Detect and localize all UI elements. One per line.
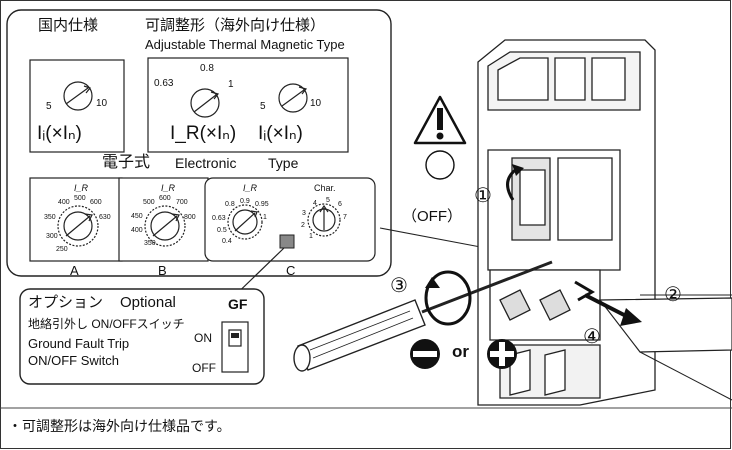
option-line-2: Ground Fault Trip xyxy=(28,336,130,351)
rotate-arrowhead-1 xyxy=(512,164,524,176)
electronic-en: Electronic xyxy=(175,155,237,171)
slide-arrow-back xyxy=(574,280,595,302)
breaker-body xyxy=(477,39,656,406)
dial-c-char-4: 5 xyxy=(326,197,330,204)
step-3: ③ xyxy=(390,275,408,297)
gf-switch-knob xyxy=(231,333,239,338)
dial-b-scale-2: 450 xyxy=(131,213,143,220)
dial-knob-c2 xyxy=(307,203,341,237)
dial-box-c xyxy=(204,177,376,262)
dial2-scale-min: 0.63 xyxy=(154,78,174,89)
dial-a-scale-5: 600 xyxy=(90,199,102,206)
dial-c-char-3: 4 xyxy=(313,200,317,207)
gf-label: GF xyxy=(228,296,248,312)
dial-a-scale-4: 500 xyxy=(74,195,86,202)
dial2-scale-mid: 0.8 xyxy=(200,63,214,74)
dial-c-scale-5: 0.95 xyxy=(255,201,269,208)
dial-knob-3 xyxy=(278,83,308,113)
option-en: Optional xyxy=(120,294,176,311)
dial-c-scale-0: 0.4 xyxy=(222,238,232,245)
or-label: or xyxy=(452,342,469,361)
dial-a-scale-6: 630 xyxy=(99,214,111,221)
electronic-type: Type xyxy=(268,155,299,171)
dial-c-char-6: 7 xyxy=(343,214,347,221)
option-jp: オプション xyxy=(28,294,104,311)
dial2-scale-max: 1 xyxy=(228,79,234,90)
dial-a-name: A xyxy=(70,263,79,278)
phillips-screw-icon xyxy=(487,339,517,369)
dial-a-scale-0: 250 xyxy=(56,246,68,253)
dial1-scale-min: 5 xyxy=(46,101,52,112)
dial1-scale-max: 10 xyxy=(96,98,108,109)
dial-knob-b xyxy=(144,205,186,247)
switch-off-label: OFF xyxy=(192,361,216,375)
cover-edge xyxy=(639,351,732,401)
dial-b-scale-6: 800 xyxy=(184,214,196,221)
dial-c-scale-6: 1 xyxy=(263,214,267,221)
dial-c-name: C xyxy=(286,263,296,278)
dial-knob-c1 xyxy=(227,204,263,240)
off-indicator-circle xyxy=(425,150,455,180)
slide-arrow xyxy=(584,293,631,320)
dial-b-scale-5: 700 xyxy=(176,199,188,206)
rotate-arrowhead-3 xyxy=(425,277,440,288)
dial-b-scale-3: 500 xyxy=(143,199,155,206)
dial-c-char-2: 3 xyxy=(302,210,306,217)
electronic-jp: 電子式 xyxy=(102,154,151,171)
step-1: ① xyxy=(474,185,492,207)
dial1-label: Iᵢ(×Iₙ) xyxy=(37,123,82,144)
domestic-label: 国内仕様 xyxy=(38,17,99,34)
warning-icon xyxy=(413,95,467,145)
dial-b-name: B xyxy=(158,263,167,278)
option-panel xyxy=(19,288,265,385)
dial-a-scale-2: 350 xyxy=(44,214,56,221)
dial3-scale-min: 5 xyxy=(260,101,266,112)
off-label: （OFF） xyxy=(402,208,462,225)
dial-a-scale-3: 400 xyxy=(58,199,70,206)
dial-knob-2 xyxy=(190,88,220,118)
adjustable-title-en: Adjustable Thermal Magnetic Type xyxy=(145,37,345,52)
dial3-scale-max: 10 xyxy=(310,98,322,109)
rotate-arrow-3 xyxy=(424,270,472,326)
dial-b-head: I_R xyxy=(161,183,176,193)
dial-c-scale-1: 0.5 xyxy=(217,227,227,234)
flathead-screw-icon xyxy=(410,339,440,369)
dial-box-adjustable xyxy=(147,57,349,153)
slide-arrowhead xyxy=(620,308,642,326)
adjustable-title-jp: 可調整形（海外向け仕様） xyxy=(145,17,326,34)
dial-c-char-head: Char. xyxy=(314,183,336,193)
option-line-3: ON/OFF Switch xyxy=(28,353,120,368)
gf-switch-indicator xyxy=(279,234,295,249)
dial3-label: Iᵢ(×Iₙ) xyxy=(258,123,303,144)
step-2: ② xyxy=(664,284,682,306)
terminal-cover xyxy=(598,297,732,353)
dial-c-scale-4: 0.9 xyxy=(240,198,250,205)
option-line-1: 地絡引外し ON/OFFスイッチ xyxy=(28,317,185,331)
step-4: ④ xyxy=(583,326,601,348)
dial-b-scale-1: 400 xyxy=(131,227,143,234)
dial-b-scale-4: 600 xyxy=(159,195,171,202)
dial-c-scale-2: 0.63 xyxy=(212,215,226,222)
dial-knob-a xyxy=(57,205,99,247)
dial-b-scale-0: 350 xyxy=(144,240,156,247)
dial-c-scale-3: 0.8 xyxy=(225,201,235,208)
dial-knob-1 xyxy=(63,81,93,111)
screwdriver-icon xyxy=(293,260,553,372)
dial-c-char-0: 1 xyxy=(309,233,313,240)
dial-a-scale-1: 300 xyxy=(46,233,58,240)
switch-on-label: ON xyxy=(194,331,212,345)
footnote: ・可調整形は海外向け仕様品です。 xyxy=(8,418,231,434)
dial-c-head: I_R xyxy=(243,183,258,193)
dial-c-char-5: 6 xyxy=(338,201,342,208)
dial-a-head: I_R xyxy=(74,183,89,193)
dial2-label: I_R(×Iₙ) xyxy=(170,123,237,144)
dial-c-char-1: 2 xyxy=(301,222,305,229)
